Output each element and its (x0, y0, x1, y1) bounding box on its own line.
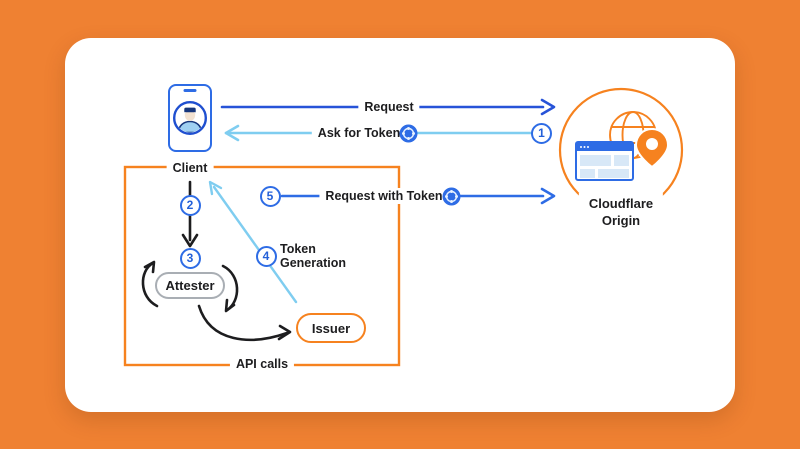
request-with-token-label: Request with Token (319, 187, 449, 204)
step-5-badge: 5 (259, 185, 281, 207)
user-avatar-icon (172, 100, 207, 136)
client-label: Client (166, 159, 214, 176)
step-2-badge: 2 (179, 194, 201, 216)
ask-for-token-label: Ask for Token (311, 124, 407, 141)
cloudflare-origin-line1: Cloudflare (588, 196, 654, 211)
token-icon (399, 124, 418, 143)
issuer-node: Issuer (296, 313, 366, 343)
cloudflare-origin-line2: Origin (601, 213, 641, 228)
attester-loop-arrows (141, 260, 239, 313)
location-pin-icon (634, 127, 670, 169)
attester-label: Attester (165, 278, 215, 293)
api-calls-label: API calls (229, 356, 295, 372)
smartphone-user-icon (168, 84, 212, 152)
issuer-label: Issuer (311, 320, 351, 336)
token-generation-arrow (208, 180, 298, 304)
request-label: Request (358, 98, 420, 115)
attester-to-issuer-arrow (197, 304, 292, 342)
phone-speaker-icon (183, 89, 197, 92)
token-icon (442, 187, 461, 205)
step-1-badge: 1 (531, 122, 552, 144)
attester-node: Attester (155, 272, 225, 299)
browser-window-icon (575, 141, 634, 181)
token-generation-line1: Token (280, 242, 316, 256)
cloudflare-origin-label: Cloudflare Origin (578, 193, 664, 231)
token-generation-label: Token Generation (280, 242, 346, 270)
step-4-badge: 4 (255, 245, 277, 267)
token-generation-line2: Generation (280, 256, 346, 270)
step-3-badge: 3 (179, 247, 201, 269)
